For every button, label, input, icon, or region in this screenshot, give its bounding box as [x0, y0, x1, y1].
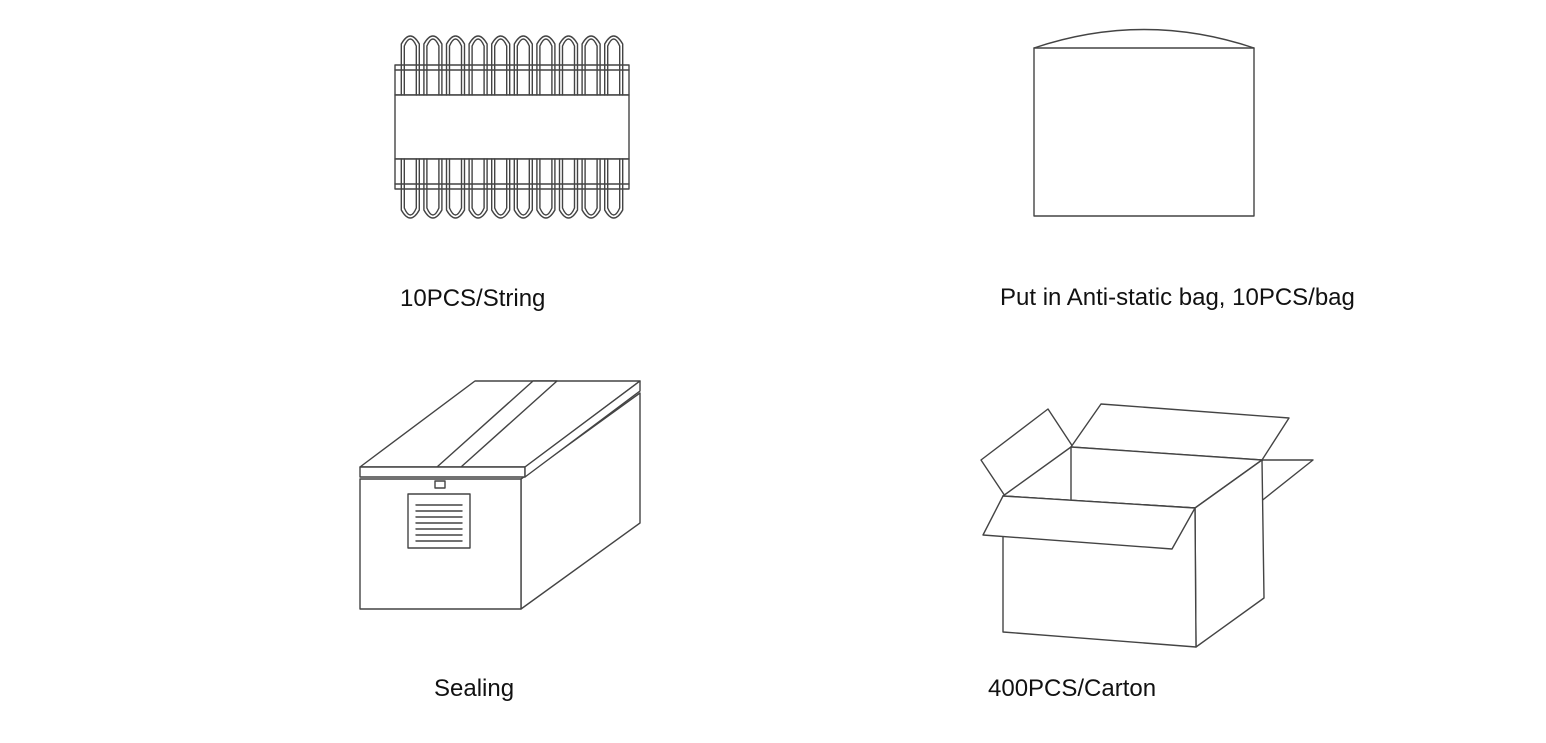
step-4-caption: 400PCS/Carton	[988, 675, 1157, 702]
wire-loop-top-outer	[604, 35, 624, 67]
step-3-figure	[355, 375, 650, 625]
wire-loop-bottom	[561, 189, 576, 216]
step-2-caption: Put in Anti-static bag, 10PCS/bag	[1000, 284, 1355, 311]
wire-loop-top	[448, 38, 463, 67]
wire-loop-bottom-outer	[491, 189, 511, 219]
wire-loop-bottom-outer	[423, 189, 443, 219]
wire-loop-bottom-outer	[445, 189, 466, 219]
wire-loop-bottom-outer	[604, 189, 624, 219]
wire-loop-top	[494, 38, 508, 67]
wire-loop-bottom	[426, 189, 440, 216]
step-1-figure	[385, 30, 645, 235]
step-4-figure	[975, 400, 1320, 660]
wire-loop-top-outer	[513, 35, 533, 67]
led-module-string-icon	[394, 35, 630, 219]
wire-loop-bottom-outer	[513, 189, 533, 219]
wire-loop-top	[471, 38, 485, 67]
wire-loop-top	[403, 38, 417, 67]
wire-loop-bottom	[607, 189, 621, 216]
wire-loop-top	[584, 38, 598, 67]
wire-loop-top	[539, 38, 553, 67]
wire-loop-top-outer	[468, 35, 488, 67]
wire-loop-top-outer	[581, 35, 601, 67]
wire-loop-bottom-outer	[400, 189, 420, 219]
wire-loop-top-outer	[491, 35, 511, 67]
wire-loop-bottom	[584, 189, 598, 216]
wire-loop-top	[516, 38, 530, 67]
open-carton-icon	[980, 403, 1314, 648]
wire-loop-bottom-outer	[581, 189, 601, 219]
wire-loop-top-outer	[400, 35, 420, 67]
wire-loop-bottom	[471, 189, 485, 216]
wire-loop-top-outer	[536, 35, 556, 67]
wire-loop-bottom	[516, 189, 530, 216]
wire-loop-bottom-outer	[558, 189, 579, 219]
wire-loop-top	[561, 38, 576, 67]
wire-loop-bottom	[448, 189, 463, 216]
wire-loop-bottom	[494, 189, 508, 216]
step-2-figure	[1025, 15, 1265, 230]
wire-loop-top	[607, 38, 621, 67]
wire-loop-top-outer	[423, 35, 443, 67]
anti-static-bag-icon	[1033, 28, 1255, 217]
wire-loop-bottom-outer	[468, 189, 488, 219]
step-3-caption: Sealing	[434, 675, 515, 702]
wire-loop-top	[426, 38, 440, 67]
wire-loop-bottom	[539, 189, 553, 216]
wire-loop-bottom-outer	[536, 189, 556, 219]
sealed-box-icon	[359, 380, 641, 610]
wire-loop-top-outer	[445, 35, 466, 67]
wire-loop-top-outer	[558, 35, 579, 67]
step-1-caption: 10PCS/String	[400, 285, 546, 312]
wire-loop-bottom	[403, 189, 417, 216]
